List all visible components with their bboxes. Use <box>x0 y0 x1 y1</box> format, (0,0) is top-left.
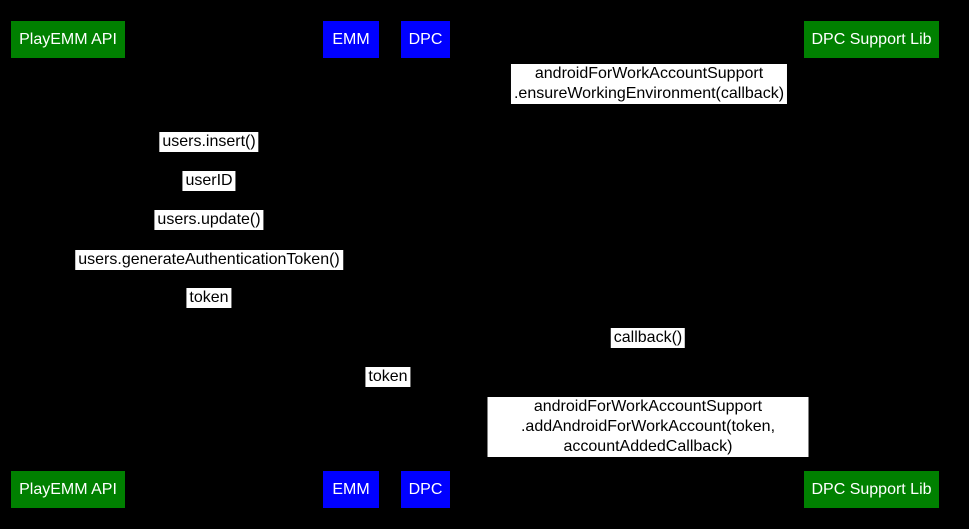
actor-playemm-api-top: PlayEMM API <box>11 21 125 58</box>
message-token-playemm: token <box>186 288 232 308</box>
actor-dpc-top: DPC <box>401 21 450 58</box>
message-users-insert: users.insert() <box>159 132 259 152</box>
message-token-dpc: token <box>365 367 411 387</box>
actor-dpc-bottom: DPC <box>401 471 450 508</box>
actor-emm-bottom: EMM <box>323 471 379 508</box>
actor-dpc-support-lib-top: DPC Support Lib <box>804 21 939 58</box>
message-add-android-for-work-account: androidForWorkAccountSupport .addAndroid… <box>487 397 809 457</box>
actor-playemm-api-bottom: PlayEMM API <box>11 471 125 508</box>
message-generate-authentication-token: users.generateAuthenticationToken() <box>75 250 343 270</box>
message-ensure-working-environment: androidForWorkAccountSupport .ensureWork… <box>510 64 788 104</box>
actor-emm-top: EMM <box>323 21 379 58</box>
message-user-id: userID <box>182 171 236 191</box>
message-users-update: users.update() <box>154 210 264 230</box>
actor-dpc-support-lib-bottom: DPC Support Lib <box>804 471 939 508</box>
message-callback: callback() <box>610 328 686 348</box>
